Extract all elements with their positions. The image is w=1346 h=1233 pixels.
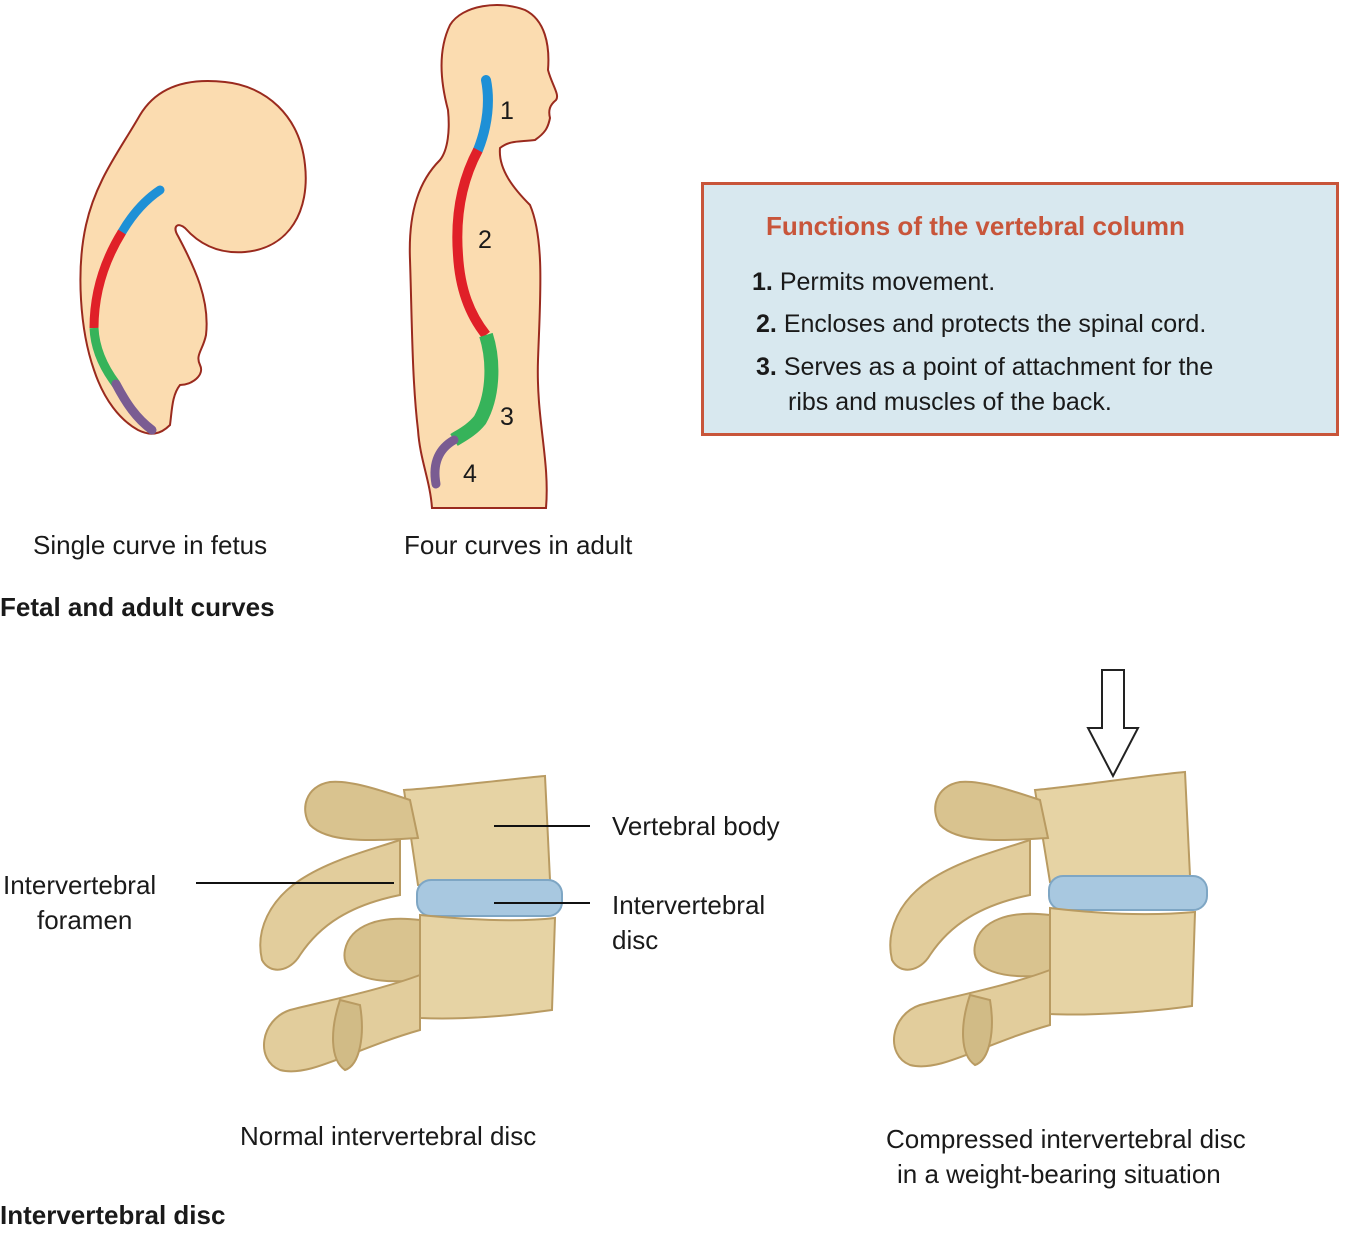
load-arrow-icon: [1086, 669, 1140, 779]
adult-curve-thoracic: [452, 147, 490, 339]
adult-curve-lumbar: [450, 332, 499, 446]
normal-disc-caption: Normal intervertebral disc: [240, 1121, 537, 1151]
function-num-1: 1.: [752, 268, 773, 296]
fetus-curve-thoracic: [89, 229, 126, 329]
function-text-3: Serves as a point of attachment for the: [783, 353, 1214, 381]
section-title-curves: Fetal and adult curves: [0, 592, 275, 622]
adult-caption: Four curves in adult: [404, 530, 633, 560]
section-title-disc: Intervertebral disc: [0, 1200, 226, 1230]
compressed-disc: [1048, 875, 1208, 911]
adult-silhouette: [408, 4, 558, 509]
functions-title: Functions of the vertebral column: [766, 211, 1185, 241]
curve-number-2: 2: [478, 226, 492, 254]
curve-number-4: 4: [463, 460, 477, 488]
fetus-silhouette: [79, 79, 307, 435]
function-item-1: 1. Permits movement.: [752, 265, 995, 300]
label-vertebral-body: Vertebral body: [612, 811, 780, 841]
function-item-3-cont: ribs and muscles of the back.: [788, 388, 1112, 416]
function-item-2: 2. Encloses and protects the spinal cord…: [756, 307, 1206, 342]
normal-disc: [416, 879, 563, 917]
compressed-caption-line1: Compressed intervertebral disc: [886, 1124, 1246, 1154]
functions-box: Functions of the vertebral column 1. Per…: [701, 182, 1339, 436]
label-disc-line1: Intervertebral: [612, 890, 766, 920]
curve-number-3: 3: [500, 403, 514, 431]
curve-number-1: 1: [500, 97, 514, 125]
adult-curve-sacral: [430, 435, 459, 489]
adult-curve-cervical: [473, 75, 493, 155]
fetus-curve-sacral: [111, 379, 157, 435]
function-text-1: Permits movement.: [779, 268, 996, 296]
compressed-vertebrae-illustration: [889, 770, 1208, 1068]
fetus-curve-lumbar: [89, 327, 120, 387]
fetus-caption: Single curve in fetus: [33, 530, 268, 560]
compressed-caption-line2: in a weight-bearing situation: [897, 1159, 1221, 1189]
label-foramen-line1: Intervertebral: [3, 870, 157, 900]
function-item-3: 3. Serves as a point of attachment for t…: [756, 350, 1213, 385]
function-num-2: 2.: [756, 310, 777, 338]
fetus-curve-cervical: [117, 185, 165, 237]
label-disc-line2: disc: [612, 925, 659, 955]
function-text-2: Encloses and protects the spinal cord.: [783, 310, 1207, 338]
normal-vertebrae-illustration: [259, 774, 563, 1073]
label-foramen-line2: foramen: [37, 905, 133, 935]
function-num-3: 3.: [756, 353, 777, 381]
